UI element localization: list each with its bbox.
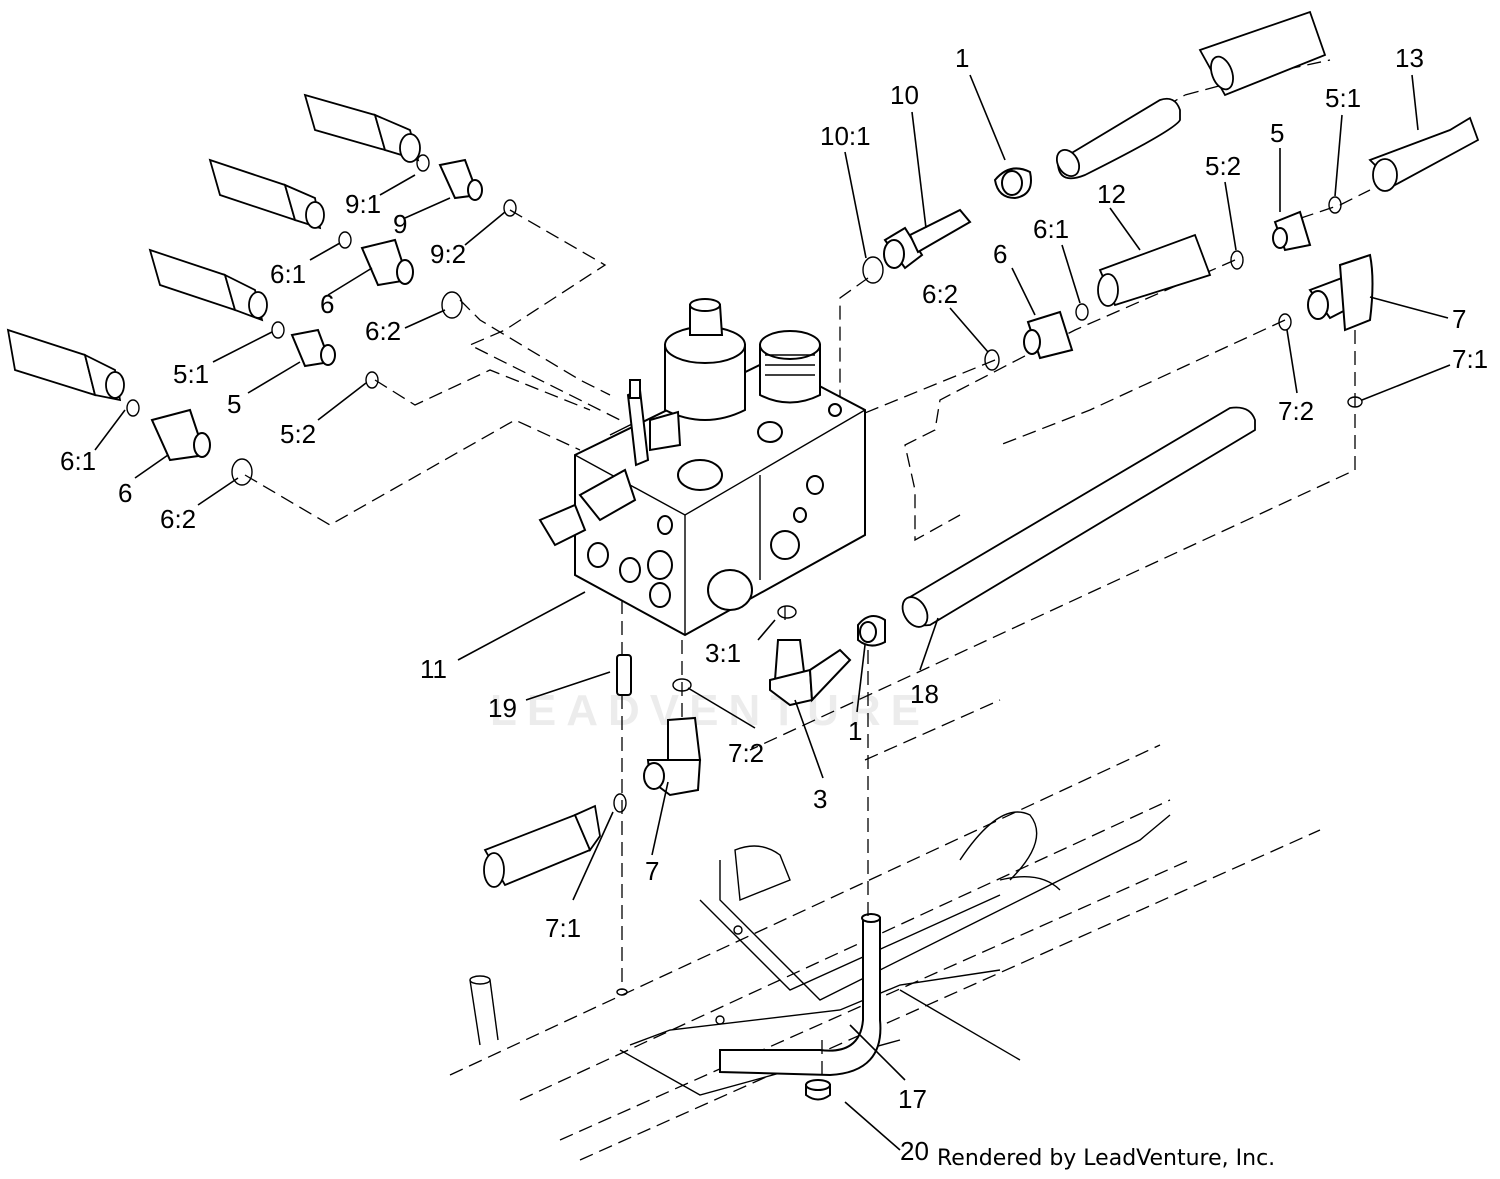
leader-lines <box>94 74 1451 1151</box>
callout-1-top: 1 <box>955 43 969 73</box>
callout-3: 3 <box>813 784 827 814</box>
fitting-6-lower <box>126 399 253 486</box>
callout-19: 19 <box>488 693 517 723</box>
callout-7-right: 7 <box>1452 304 1466 334</box>
o-ring-10-1 <box>862 256 884 284</box>
fitting-9 <box>416 154 517 217</box>
elbow-fitting-3 <box>769 605 852 707</box>
left-hose-1 <box>303 93 421 163</box>
hole-19 <box>616 988 628 996</box>
callout-7-left: 7 <box>645 856 659 886</box>
callout-13: 13 <box>1395 43 1424 73</box>
left-hose-2 <box>208 158 325 230</box>
callout-6-2-right: 6:2 <box>922 279 958 309</box>
callout-6-lower: 6 <box>118 478 132 508</box>
callout-9-2: 9:2 <box>430 239 466 269</box>
callout-5-left: 5 <box>227 389 241 419</box>
elbow-fitting-7-right <box>1278 253 1374 408</box>
callout-6-right: 6 <box>993 239 1007 269</box>
watermark-text: LEADVENTURE <box>490 686 930 735</box>
fitting-5-right <box>1230 196 1342 270</box>
callout-7-2-left: 7:2 <box>728 738 764 768</box>
callout-12: 12 <box>1097 179 1126 209</box>
callout-6-upper: 6 <box>320 289 334 319</box>
callout-11: 11 <box>420 654 447 684</box>
fitting-6-right <box>984 303 1089 371</box>
callout-5-1-left: 5:1 <box>173 359 209 389</box>
callout-10-1: 10:1 <box>820 121 871 151</box>
callout-5-2-right: 5:2 <box>1205 151 1241 181</box>
callout-7-1-left: 7:1 <box>545 913 581 943</box>
fitting-6-upper <box>338 231 463 319</box>
hose-12 <box>1097 233 1212 307</box>
callout-20: 20 <box>900 1136 929 1166</box>
fitting-10 <box>883 208 972 270</box>
callout-7-2-right: 7:2 <box>1278 396 1314 426</box>
callout-6-1-lower: 6:1 <box>60 446 96 476</box>
manifold-block-11 <box>538 298 866 637</box>
flange-nut-20 <box>805 1079 831 1101</box>
left-hose-3 <box>148 248 268 322</box>
callout-6-2-upper: 6:2 <box>365 316 401 346</box>
hose-top <box>1055 10 1327 180</box>
hose-clamp-top <box>993 167 1032 200</box>
callouts: 1 10 10:1 13 5:1 5 5:2 12 6:1 6 6:2 7 7:… <box>60 43 1488 1166</box>
callout-5-right: 5 <box>1270 118 1284 148</box>
callout-7-1-right: 7:1 <box>1452 344 1488 374</box>
callout-6-1-upper: 6:1 <box>270 259 306 289</box>
hose-clamp-low <box>857 615 886 647</box>
render-credit: Rendered by LeadVenture, Inc. <box>937 1146 1275 1171</box>
left-hose-4 <box>6 328 125 402</box>
dowel-19 <box>616 654 632 696</box>
j-bolt-17 <box>719 913 882 1077</box>
callout-9-1: 9:1 <box>345 189 381 219</box>
callout-17: 17 <box>898 1084 927 1114</box>
callout-1-low: 1 <box>848 716 862 746</box>
callout-10: 10 <box>890 80 919 110</box>
elbow-fitting-7-left <box>613 678 702 813</box>
callout-18: 18 <box>910 679 939 709</box>
callout-9: 9 <box>393 209 407 239</box>
callout-6-1-right: 6:1 <box>1033 214 1069 244</box>
callout-5-1-right: 5:1 <box>1325 83 1361 113</box>
callout-5-2-left: 5:2 <box>280 419 316 449</box>
frame-rail <box>449 744 1321 1161</box>
fitting-5-left <box>271 321 379 389</box>
hose-13 <box>1368 116 1480 192</box>
assembly-lines <box>244 59 1371 1080</box>
tube-18 <box>901 406 1256 628</box>
callout-3-1: 3:1 <box>705 638 741 668</box>
hose-7-left <box>483 804 601 888</box>
watermark: LEADVENTURE <box>490 686 930 735</box>
callout-6-2-lower: 6:2 <box>160 504 196 534</box>
